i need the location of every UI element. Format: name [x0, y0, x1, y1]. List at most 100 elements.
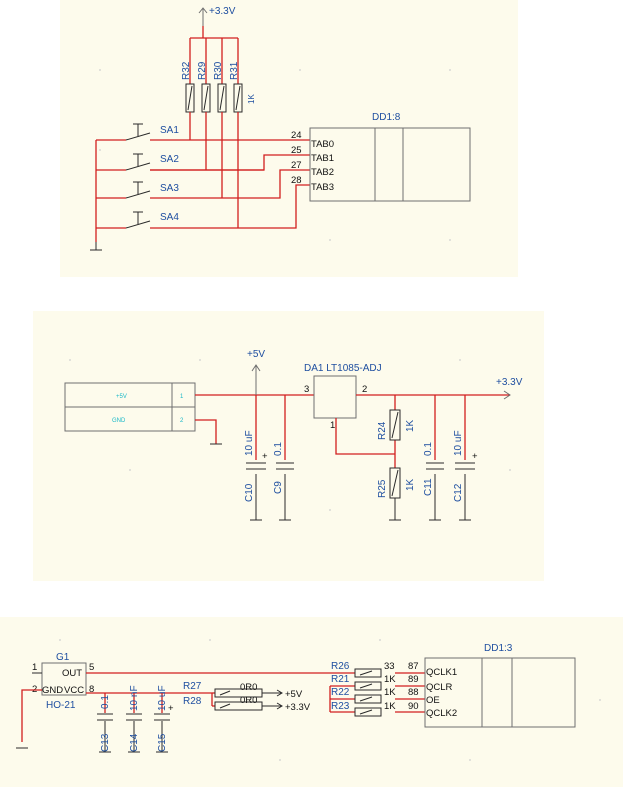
oscillator-pin-5: 5: [89, 662, 94, 673]
capacitor-c14-ref: C14: [129, 733, 140, 752]
clock-schematic-panel: [0, 617, 623, 787]
switch-sa3-label: SA3: [160, 183, 179, 194]
chip-dd1-8[interactable]: DD1:8 24 25 27 28 TAB0 TAB1 TAB2 TAB3: [291, 112, 471, 202]
switch-sa4-label: SA4: [160, 212, 179, 223]
chip-dd1-3-label: DD1:3: [484, 643, 513, 654]
switch-sa1-label: SA1: [160, 125, 179, 136]
pin-name-tab1: TAB1: [311, 153, 334, 164]
capacitor-c14[interactable]: 10 nF C14: [126, 685, 142, 752]
oscillator-vcc-label: VCC: [64, 685, 84, 696]
series-r26-pin: 87: [408, 661, 419, 672]
series-r21-ref: R21: [331, 674, 350, 685]
clock-wires: [16, 672, 425, 753]
chip-dd1-3[interactable]: DD1:3: [424, 643, 576, 728]
top-schematic-panel: [60, 0, 518, 277]
series-resistor-r26[interactable]: R26 33 87 QCLK1: [331, 661, 457, 678]
resistor-r32-ref: R32: [181, 61, 192, 80]
link-r27-ref: R27: [183, 681, 202, 692]
oscillator-ref: G1: [56, 652, 70, 663]
capacitor-c14-value: 10 nF: [129, 685, 140, 711]
input-supply-label: +5V: [247, 349, 265, 360]
svg-text:+: +: [168, 703, 174, 714]
connector-pin2-name: GND: [112, 418, 126, 424]
connector-pin1-number: 1: [180, 394, 184, 400]
series-r22-signal: OE: [426, 695, 440, 706]
switch-sa4[interactable]: SA4: [125, 211, 179, 229]
oscillator-g1[interactable]: G1 OUT GND VCC HO-21 1 5 2 8: [32, 652, 94, 711]
pin-number-27: 27: [291, 160, 302, 171]
capacitor-c9[interactable]: 0.1 C9: [273, 442, 294, 494]
resistor-r29-ref: R29: [197, 61, 208, 80]
series-r23-signal: QCLK2: [426, 708, 457, 719]
oscillator-pin-1: 1: [32, 662, 37, 673]
regulator-pin-3: 3: [304, 384, 309, 395]
resistor-r25-value: 1K: [405, 478, 416, 491]
regulator-label: DA1 LT1085-ADJ: [304, 363, 382, 374]
capacitor-c9-ref: C9: [273, 481, 284, 494]
capacitor-c12-value: 10 uF: [453, 430, 464, 456]
link-r28-ref: R28: [183, 696, 202, 707]
resistor-r24-value: 1K: [405, 419, 416, 432]
switch-sa2-label: SA2: [160, 154, 179, 165]
regulator-pin-1: 1: [330, 420, 335, 431]
connector-pin1-name: +5V: [116, 394, 127, 400]
capacitor-c12[interactable]: + 10 uF C12: [453, 430, 478, 502]
capacitor-c11[interactable]: 0.1 C11: [423, 442, 444, 496]
svg-text:+: +: [472, 451, 478, 462]
top-supply-net: +3.3V: [190, 6, 238, 39]
series-resistor-r23[interactable]: R23 1K 90 QCLK2: [331, 701, 457, 719]
switch-sa3[interactable]: SA3: [125, 181, 179, 199]
regulator-da1[interactable]: DA1 LT1085-ADJ 2 1: [304, 363, 382, 431]
link-r27-value: 0R0: [240, 682, 257, 693]
series-r23-ref: R23: [331, 701, 350, 712]
capacitor-c15[interactable]: + 10 uF C15: [154, 685, 174, 752]
switch-sa1[interactable]: SA1: [125, 123, 179, 141]
resistor-r24[interactable]: R24 1K: [377, 409, 416, 441]
link-resistor-r27[interactable]: R27 0R0 +5V: [183, 681, 303, 700]
oscillator-pin-8: 8: [89, 684, 94, 695]
power-output-wires: +3.3V: [335, 377, 523, 521]
capacitor-c15-value: 10 uF: [157, 685, 168, 711]
capacitor-c11-value: 0.1: [423, 442, 434, 456]
series-r21-signal: QCLR: [426, 682, 453, 693]
series-resistor-r21[interactable]: R21 1K 89 QCLR: [331, 674, 453, 693]
capacitor-c13[interactable]: 0.1 C13: [97, 695, 113, 752]
pin-number-25: 25: [291, 145, 302, 156]
link-r28-net: +3.3V: [285, 702, 311, 713]
pin-name-tab2: TAB2: [311, 167, 334, 178]
pullup-resistor-bank: R32 R29 R30 R31 1K: [181, 38, 256, 113]
series-r22-ref: R22: [331, 687, 350, 698]
capacitor-c15-ref: C15: [157, 733, 168, 752]
capacitor-c12-ref: C12: [453, 483, 464, 502]
series-r26-value: 33: [384, 661, 395, 672]
capacitor-c10[interactable]: + 10 uF C10: [244, 430, 268, 502]
link-r28-value: 0R0: [240, 695, 257, 706]
connector-pin2-number: 2: [180, 418, 184, 424]
oscillator-out-label: OUT: [62, 668, 82, 679]
switch-sa2[interactable]: SA2: [125, 153, 179, 171]
resistor-r30-ref: R30: [213, 61, 224, 80]
series-r26-ref: R26: [331, 661, 350, 672]
capacitor-c11-ref: C11: [423, 478, 434, 496]
series-r26-signal: QCLK1: [426, 667, 457, 678]
series-r21-pin: 89: [408, 674, 419, 685]
link-r27-net: +5V: [285, 689, 303, 700]
capacitor-c10-value: 10 uF: [244, 430, 255, 456]
capacitor-c13-value: 0.1: [100, 695, 111, 709]
capacitor-c9-value: 0.1: [273, 442, 284, 456]
series-r23-value: 1K: [384, 701, 396, 712]
series-r22-pin: 88: [408, 687, 419, 698]
resistor-r25[interactable]: R25 1K: [377, 467, 416, 499]
power-connector[interactable]: +5V GND 1 2: [64, 382, 196, 432]
link-resistor-r28[interactable]: R28 0R0 +3.3V: [183, 695, 311, 713]
series-resistor-r22[interactable]: R22 1K 88 OE: [331, 687, 440, 706]
grid-dots: [59, 69, 601, 761]
pin-number-28: 28: [291, 175, 302, 186]
resistor-r25-ref: R25: [377, 479, 388, 498]
resistor-r24-ref: R24: [377, 421, 388, 440]
power-input-wires: +5V 3: [195, 349, 314, 521]
pin-name-tab3: TAB3: [311, 182, 334, 193]
regulator-pin-2: 2: [362, 384, 367, 395]
series-r21-value: 1K: [384, 674, 396, 685]
resistor-r31-ref: R31: [229, 61, 240, 80]
